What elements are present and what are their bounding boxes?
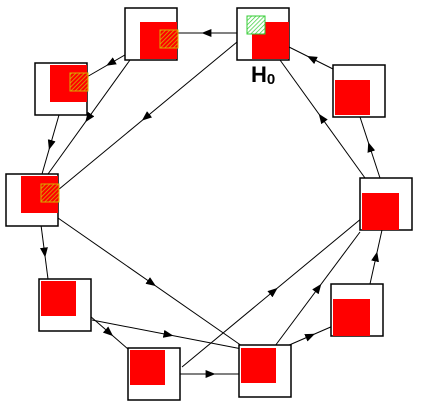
nodes (5, 7, 413, 401)
node-right-middle (359, 177, 413, 231)
edge-n7-n6 (39, 224, 49, 280)
node-fill (41, 281, 76, 316)
edge-n6-n4 (91, 319, 243, 350)
node-h0 (236, 7, 290, 61)
hatched-region (69, 72, 89, 92)
edge-n6-n5 (89, 315, 129, 350)
node-bottom-center (238, 344, 292, 398)
edge-n2-n0 (279, 59, 366, 179)
node-left-upper (34, 62, 89, 116)
edge-n4-n2 (274, 231, 361, 347)
edge-n9-n7 (47, 59, 131, 175)
node-left-lower (38, 278, 92, 332)
edge-n7-n4 (57, 217, 243, 347)
edge-n4-n3 (286, 325, 334, 347)
edge-n3-n2 (369, 229, 383, 285)
edge-n2-n1 (359, 116, 381, 179)
hatched-region (159, 29, 179, 49)
edge-n1-n0 (288, 46, 336, 71)
edges (39, 29, 383, 378)
node-right-upper (332, 64, 386, 118)
node-fill (362, 193, 399, 230)
node-fill (241, 348, 276, 383)
node-fill (333, 299, 370, 336)
edge-n5-n2 (181, 217, 363, 368)
node-right-lower (330, 283, 384, 337)
node-top-left (124, 7, 179, 61)
h0-label: H0 (251, 62, 276, 88)
label-subscript: 0 (266, 71, 276, 88)
node-fill (335, 80, 370, 115)
edge-n8-n7 (41, 114, 60, 175)
hatched-region (40, 183, 60, 203)
node-bottom-left (127, 347, 181, 401)
label-main: H (251, 62, 267, 87)
node-left-middle (5, 173, 60, 227)
node-fill (130, 350, 165, 385)
edge-n0-n7 (57, 41, 238, 191)
hatched-region (246, 15, 266, 35)
